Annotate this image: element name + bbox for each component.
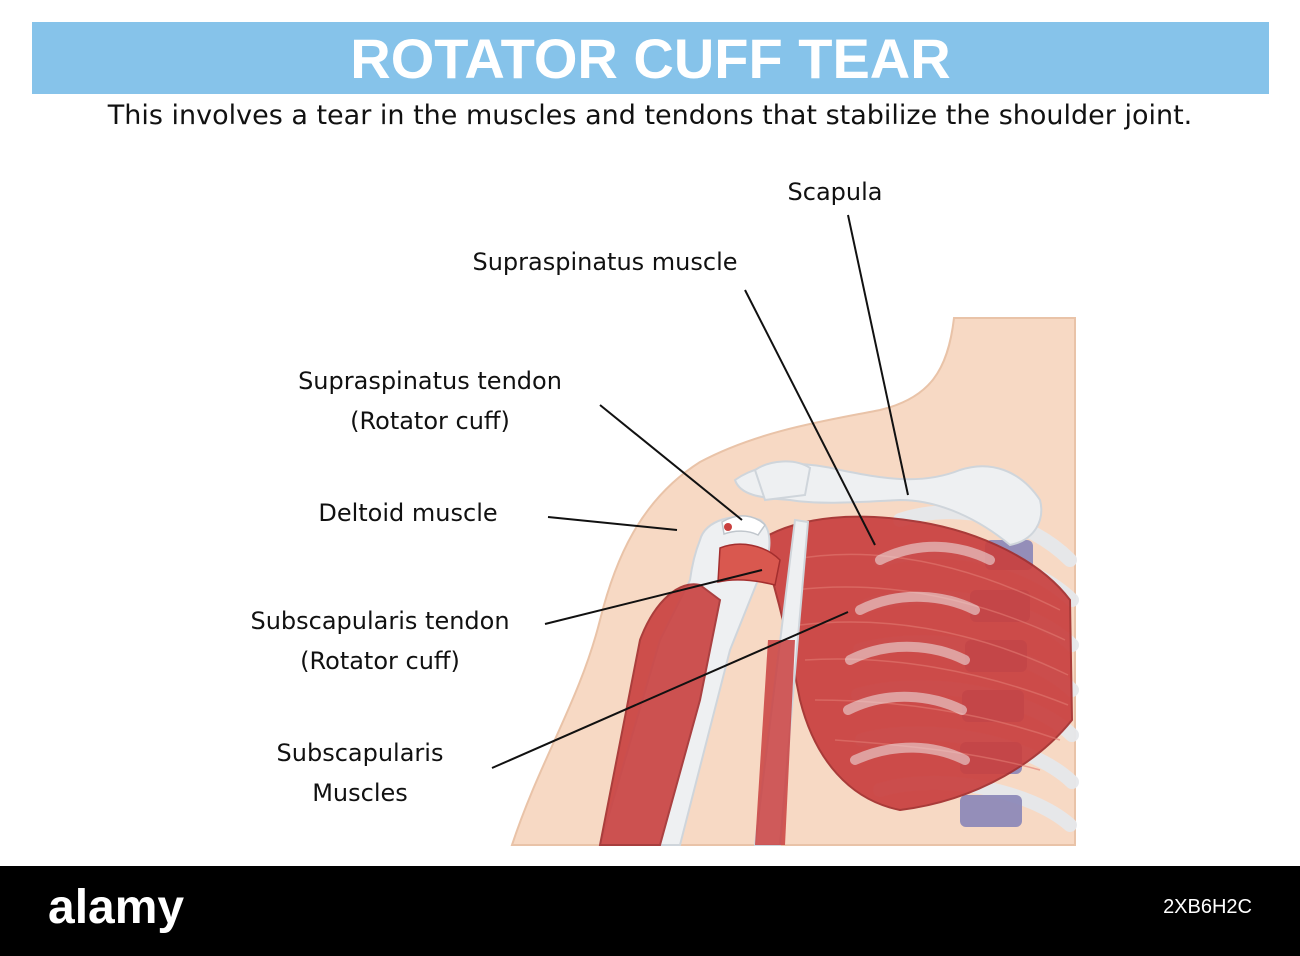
leader-deltoid xyxy=(547,516,678,531)
leader-lines xyxy=(491,214,909,769)
label-supraspinatus-tendon-line1: Supraspinatus tendon xyxy=(298,367,562,395)
label-subscapularis-muscles-line2: Muscles xyxy=(312,779,408,807)
page-subtitle: This involves a tear in the muscles and … xyxy=(107,100,1193,131)
rib-overlay xyxy=(843,541,995,765)
label-subscapularis-muscles-line1: Subscapularis xyxy=(276,739,444,767)
image-id: 2XB6H2C xyxy=(1163,896,1252,918)
shoulder-anatomy-diagram xyxy=(491,214,1079,846)
label-subscapularis-tendon-line1: Subscapularis tendon xyxy=(250,607,510,635)
tear-spot xyxy=(724,523,732,531)
leader-subscapularis-muscles xyxy=(491,611,849,769)
label-subscapularis-tendon-line2: (Rotator cuff) xyxy=(300,647,460,675)
page-title: ROTATOR CUFF TEAR xyxy=(350,27,951,90)
label-scapula: Scapula xyxy=(787,178,883,206)
footer-bar: alamy 2XB6H2C xyxy=(0,866,1300,956)
label-supraspinatus-muscle: Supraspinatus muscle xyxy=(472,248,738,276)
label-supraspinatus-tendon-line2: (Rotator cuff) xyxy=(350,407,510,435)
arm-muscle xyxy=(598,583,722,846)
muscle-mass xyxy=(758,515,1074,812)
leader-scapula xyxy=(847,214,909,496)
title-banner: ROTATOR CUFF TEAR xyxy=(32,22,1269,94)
leader-supraspinatus-muscle xyxy=(744,289,876,546)
brand-logo: alamy xyxy=(48,881,185,934)
muscle-fibers xyxy=(789,553,1069,771)
leader-subscapularis-tendon xyxy=(544,569,763,625)
acromion xyxy=(753,460,812,502)
long-tendon-muscle xyxy=(755,640,795,845)
leader-supraspinatus-tendon xyxy=(599,404,743,521)
label-deltoid-muscle: Deltoid muscle xyxy=(318,499,498,527)
scapula-bone xyxy=(733,463,1043,547)
subscapularis-tendon-shape xyxy=(717,543,781,586)
